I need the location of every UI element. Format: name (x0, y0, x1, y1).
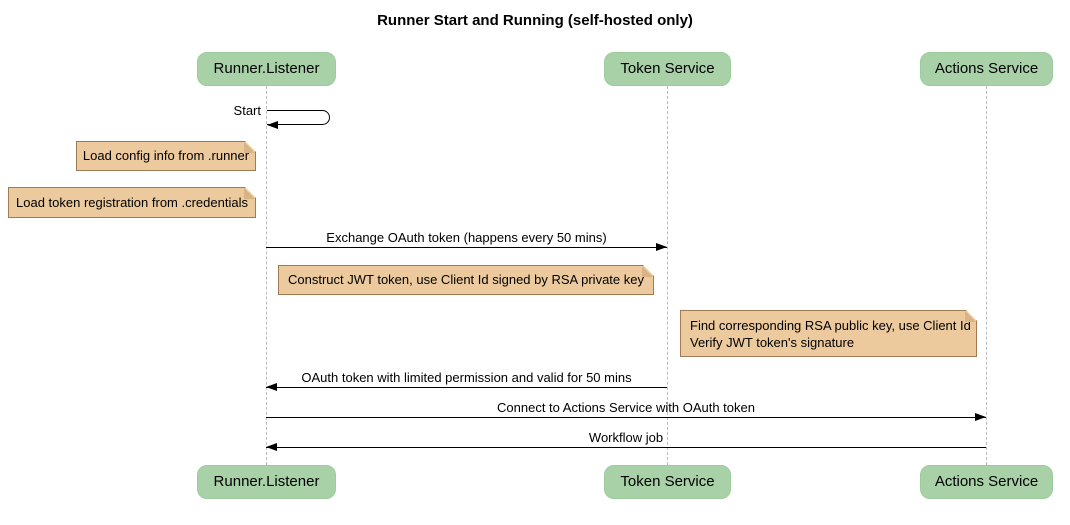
note-load-config: Load config info from .runner (76, 141, 256, 171)
lifeline-runner-listener (266, 86, 267, 465)
arrowhead-left-icon (266, 383, 277, 391)
message-label: Exchange OAuth token (happens every 50 m… (326, 230, 607, 245)
participant-actions-service-bottom: Actions Service (920, 465, 1053, 499)
self-message-arrowhead-icon (267, 121, 278, 129)
lifeline-token-service (667, 86, 668, 465)
message-label: Connect to Actions Service with OAuth to… (497, 400, 755, 415)
participant-token-service-bottom: Token Service (604, 465, 731, 499)
note-line-2: Verify JWT token's signature (690, 335, 855, 350)
note-verify-jwt: Find corresponding RSA public key, use C… (680, 310, 977, 357)
arrowhead-right-icon (656, 243, 667, 251)
note-construct-jwt: Construct JWT token, use Client Id signe… (278, 265, 654, 295)
lifeline-actions-service (986, 86, 987, 465)
note-line-1: Find corresponding RSA public key, use C… (690, 318, 971, 333)
message-label: Workflow job (588, 430, 664, 445)
participant-token-service-top: Token Service (604, 52, 731, 86)
self-message-loop-arrow (267, 110, 330, 125)
arrowhead-right-icon (975, 413, 986, 421)
arrowhead-left-icon (266, 443, 277, 451)
participant-runner-listener-bottom: Runner.Listener (197, 465, 336, 499)
diagram-title: Runner Start and Running (self-hosted on… (377, 12, 693, 29)
message-line (266, 247, 667, 248)
message-label: OAuth token with limited permission and … (301, 370, 632, 385)
message-line (266, 417, 986, 418)
participant-actions-service-top: Actions Service (920, 52, 1053, 86)
self-message-label-start: Start (233, 103, 261, 118)
note-load-token-registration: Load token registration from .credential… (8, 187, 256, 218)
message-line (266, 387, 667, 388)
message-line (266, 447, 986, 448)
participant-runner-listener-top: Runner.Listener (197, 52, 336, 86)
